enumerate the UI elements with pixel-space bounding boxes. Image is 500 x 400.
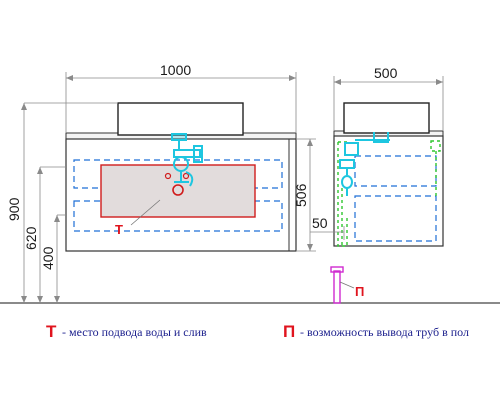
marker-t-leader: [130, 199, 161, 226]
water-supply-zone: [100, 164, 256, 218]
legend-t-symbol: Т: [46, 322, 57, 341]
side-view: [333, 102, 444, 247]
floor-pipe: П: [330, 266, 364, 304]
front-sink-bowl: [117, 102, 244, 136]
inlet-right: [182, 172, 190, 180]
legend-t-text: - место подвода воды и слив: [62, 325, 207, 339]
dim-label-620: 620: [23, 226, 39, 250]
marker-p-leader: [339, 281, 355, 289]
front-view: Т: [65, 102, 297, 252]
dim-label-900: 900: [6, 197, 22, 221]
legend: Т - место подвода воды и слив П - возмож…: [46, 322, 469, 341]
dim-label-50: 50: [312, 215, 328, 231]
dim-label-400: 400: [40, 246, 56, 270]
front-siphon: [171, 133, 203, 187]
floor-pipe-body: [333, 270, 341, 304]
marker-t: Т: [115, 222, 123, 237]
legend-p-symbol: П: [283, 322, 295, 341]
dim-label-506: 506: [293, 183, 309, 207]
side-drawer-bottom: [354, 195, 437, 242]
drain-outlet: [172, 184, 184, 196]
dim-label-500: 500: [374, 65, 398, 81]
side-sink-bowl: [343, 102, 430, 134]
dimension-lines: [23, 72, 444, 303]
dimension-arrows: [21, 75, 443, 303]
floor-pipe-cap: [330, 266, 344, 273]
inlet-left: [164, 172, 172, 180]
legend-p-text: - возможность вывода труб в пол: [300, 325, 469, 339]
marker-p: П: [355, 284, 364, 299]
side-cabinet: [333, 135, 444, 247]
dim-label-1000: 1000: [160, 62, 191, 78]
side-siphon: [339, 132, 390, 196]
